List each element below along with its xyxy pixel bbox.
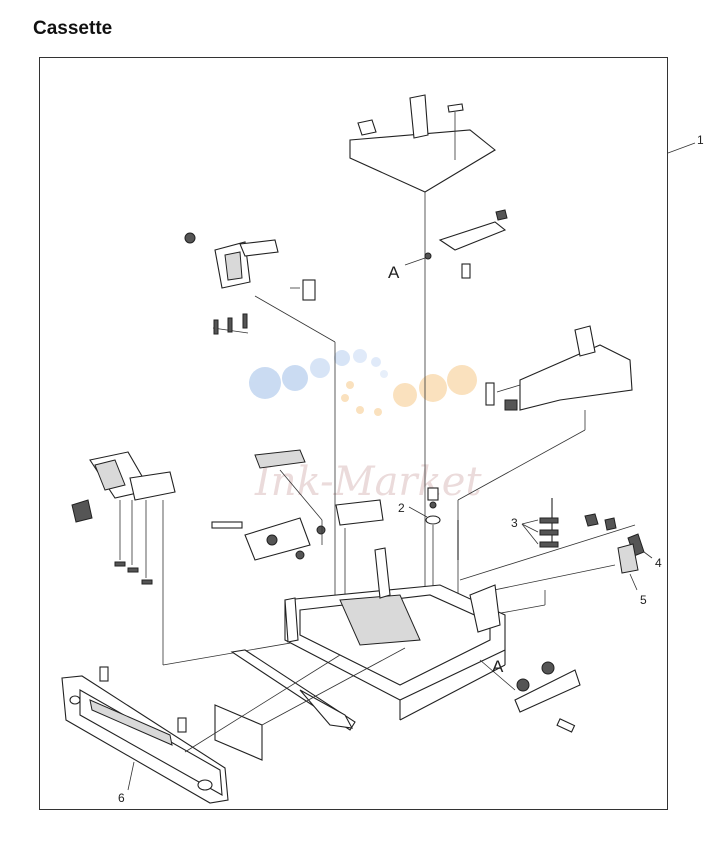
watermark-text: Ink-Market — [254, 459, 482, 505]
watermark-logo: Ink-Market — [249, 349, 482, 505]
lift-arm — [214, 647, 406, 761]
callout-4: 4 — [655, 556, 662, 570]
callout-6: 6 — [118, 791, 125, 805]
right-small-parts — [457, 498, 653, 616]
left-upper-guide — [184, 232, 336, 600]
callout-ref-a-top: A — [388, 263, 400, 282]
center-screw-washer — [408, 487, 441, 600]
leader-1 — [667, 142, 696, 154]
callout-1: 1 — [697, 133, 704, 147]
diagram-frame — [39, 57, 668, 810]
page-title: Cassette — [33, 18, 113, 39]
small-bracket-plate — [404, 209, 508, 279]
left-side-guide — [71, 451, 396, 666]
gear-bracket — [479, 659, 581, 733]
middle-side-bracket — [211, 449, 384, 600]
front-panel — [61, 654, 341, 804]
callout-5: 5 — [640, 593, 647, 607]
callout-2: 2 — [398, 501, 405, 515]
top-frame-plate — [349, 94, 496, 600]
callout-3: 3 — [511, 516, 518, 530]
callout-ref-a-bottom: A — [492, 657, 504, 676]
right-upper-guide — [457, 325, 633, 600]
cassette-tray-body — [284, 547, 506, 721]
